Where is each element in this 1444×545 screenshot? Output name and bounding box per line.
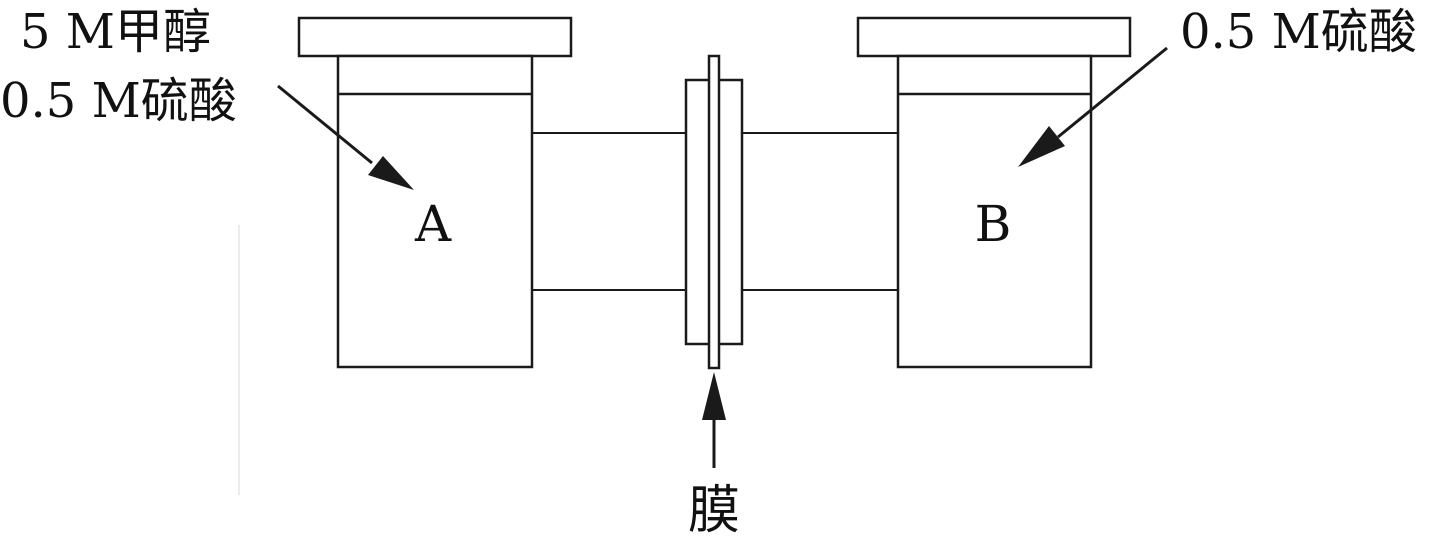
connecting-tube [532,132,898,291]
arrow-left-head [368,156,414,190]
label-left-line2: 0.5 M硫酸 [0,73,237,129]
label-right-line1: 0.5 M硫酸 [1180,4,1417,60]
chamber-a [297,16,573,369]
membrane-label: 膜 [688,481,740,541]
chamber-b-label: B [975,195,1012,253]
chamber-a-lid [297,16,573,58]
arrow-membrane-head [702,372,726,420]
label-left-line1: 5 M甲醇 [20,4,211,60]
chamber-b-lid [856,16,1132,58]
arrow-right-head [1018,126,1065,167]
arrows [277,46,1168,468]
membrane-clamp [684,54,744,370]
chamber-a-body [336,54,534,369]
arrow-left-shaft [277,84,373,165]
membrane-plate [707,54,721,370]
chamber-b-body [896,54,1093,369]
arrow-right-shaft [1057,46,1168,139]
chamber-b [856,16,1132,369]
chamber-a-label: A [414,195,452,253]
